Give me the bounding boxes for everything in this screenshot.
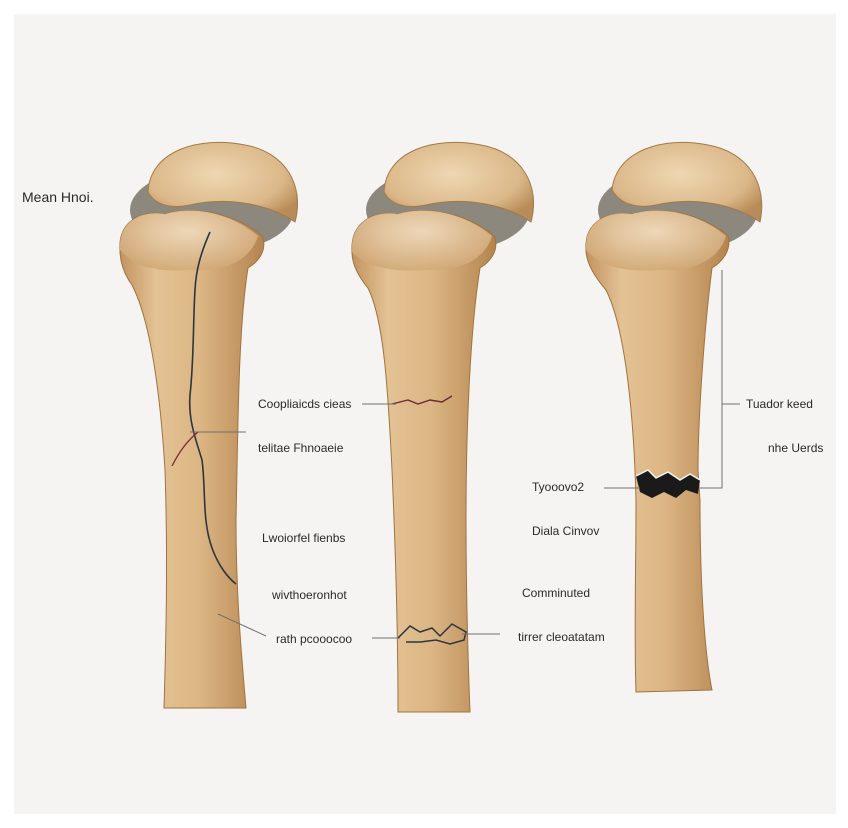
bone-3-label-1: Tuador keed (746, 397, 813, 411)
bone-1 (120, 142, 298, 708)
bone-2-label-2: Diala Cinvov (532, 524, 599, 538)
bone-1-label-2: telitae Fhnoaeie (258, 441, 343, 455)
bone-3 (586, 142, 762, 692)
bone-3-shaft (586, 211, 729, 692)
bone-2-label-3: Comminuted (522, 586, 590, 600)
bone-1-label-3: Lwoiorfel fienbs (262, 531, 345, 545)
bone-1-label-1: Coopliaicds cieas (258, 397, 351, 411)
bone-3-label-2: nhe Uerds (768, 441, 823, 455)
bone-2-label-1: Tyooovo2 (532, 480, 584, 494)
bone-1-label-5: rath pcooocoo (276, 632, 352, 646)
bone-1-label-4: wivthoeronhot (272, 588, 347, 602)
bone-2-label-4: tirrer cleoatatam (518, 630, 605, 644)
figure-title: Mean Hnoi. (22, 190, 94, 204)
bone-2 (352, 142, 534, 712)
bone-1-shaft (120, 211, 264, 708)
bone-2-shaft (352, 211, 496, 712)
